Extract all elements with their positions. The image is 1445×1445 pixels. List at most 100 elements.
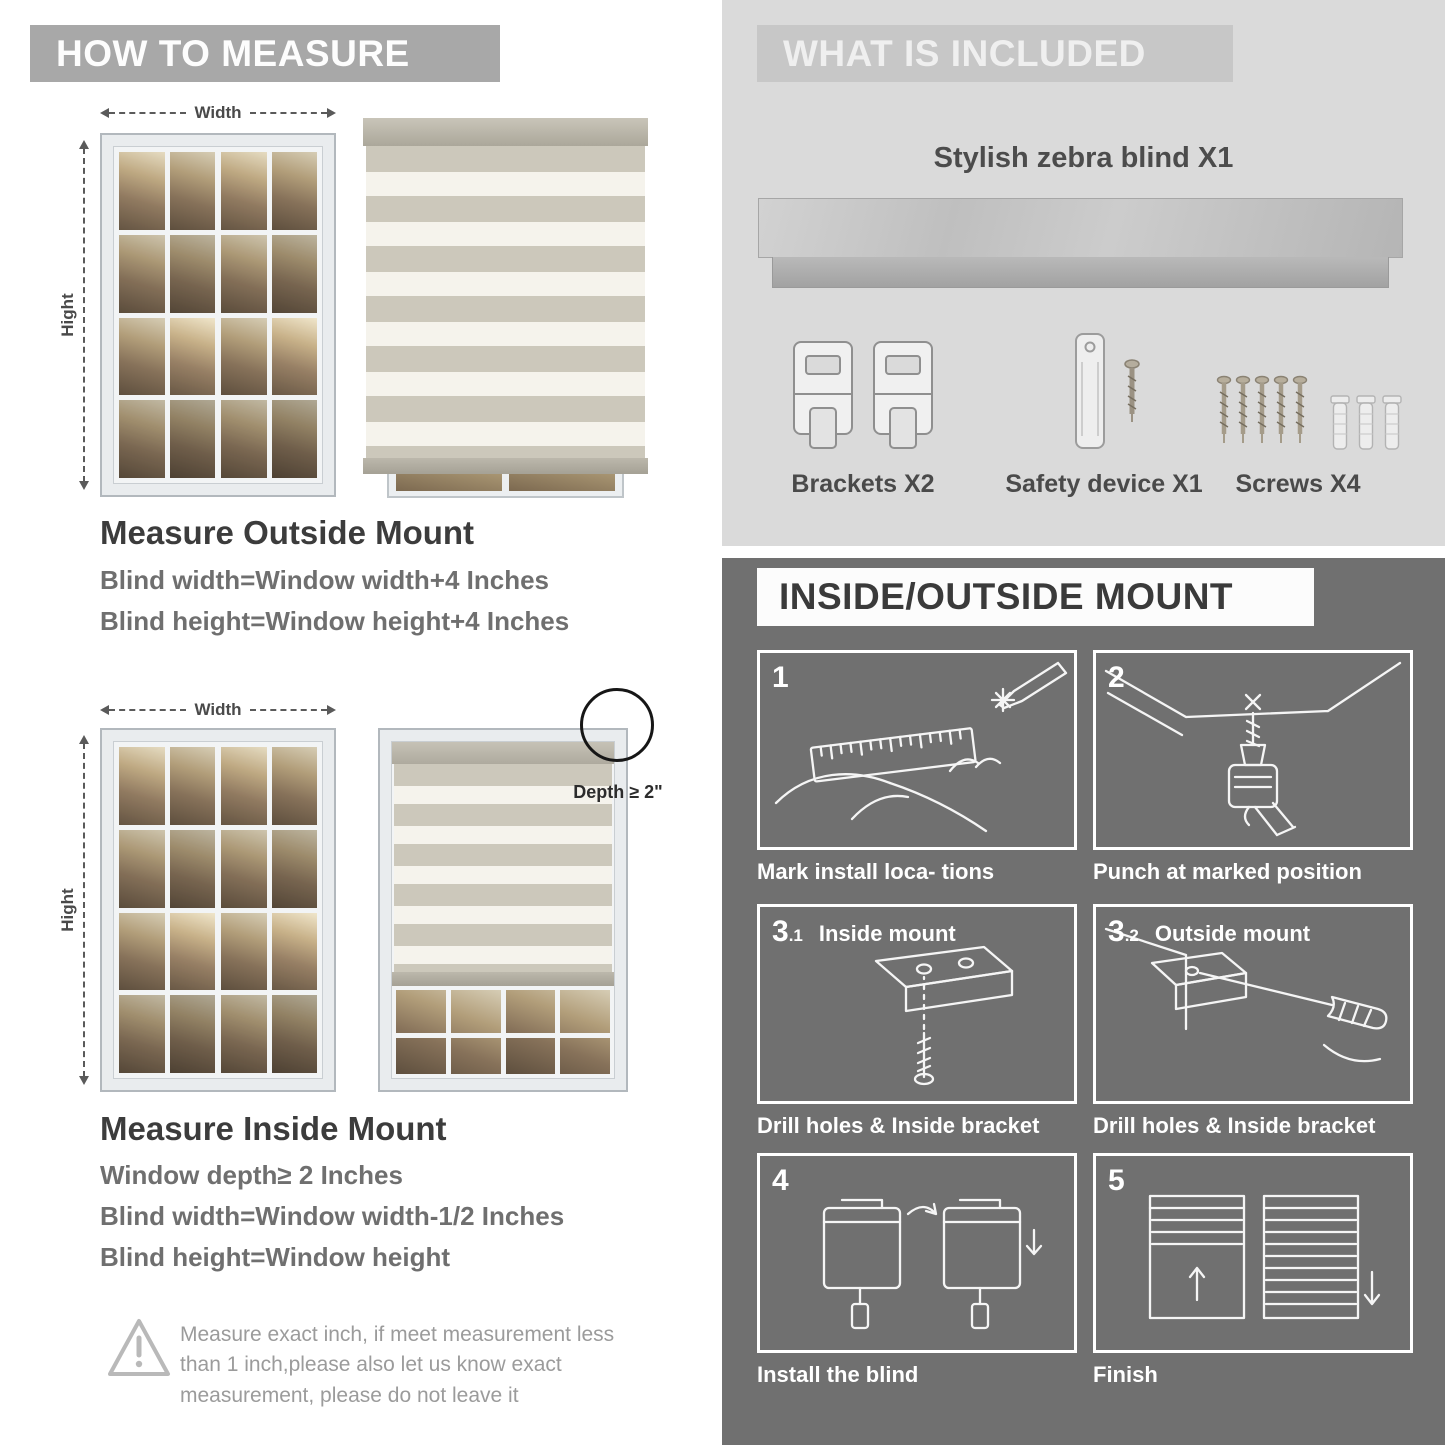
window-pane xyxy=(169,829,215,908)
inside-bracket-illustration xyxy=(874,945,1014,1086)
arrowhead-right-icon xyxy=(327,108,336,118)
window-pane xyxy=(221,829,267,908)
zebra-blind-fabric xyxy=(366,146,645,458)
blind-headrail xyxy=(392,742,614,764)
window-pane xyxy=(119,829,165,908)
step-3-1: 3 .1 Inside mount xyxy=(757,904,1077,1139)
height-label: Hight xyxy=(58,888,77,932)
step-5: 5 Finish xyxy=(1093,1153,1413,1388)
arrowhead-right-icon xyxy=(327,705,336,715)
arrowhead-left-icon xyxy=(100,108,109,118)
window-pane xyxy=(271,912,317,991)
warning-triangle-icon xyxy=(106,1316,172,1380)
install-blind-illustration xyxy=(822,1198,1043,1330)
window-pane xyxy=(221,747,267,825)
window-pane xyxy=(396,990,501,1074)
window-pane xyxy=(221,995,267,1073)
arrowhead-down-icon xyxy=(79,1076,89,1085)
window-pane xyxy=(221,317,267,396)
window-sash xyxy=(221,747,317,1073)
window-pane xyxy=(169,400,215,478)
window-pane xyxy=(221,234,267,313)
arrowhead-down-icon xyxy=(79,481,89,490)
height-arrow-outside: Hight xyxy=(58,140,96,490)
outside-mount-blind-illustration xyxy=(363,118,648,498)
mount-banner: INSIDE/OUTSIDE MOUNT xyxy=(757,568,1314,626)
blind-headrail-lip xyxy=(772,257,1389,288)
depth-callout-circle xyxy=(580,688,654,762)
inside-depth-rule: Window depth≥ 2 Inches xyxy=(100,1160,403,1190)
step-3-2: 3 .2 Outside mount xyxy=(1093,904,1413,1139)
outside-width-formula: Blind width=Window width+4 Inches xyxy=(100,565,549,595)
window-sash xyxy=(119,747,215,1073)
finish-blinds-illustration xyxy=(1148,1194,1381,1320)
screws-and-anchors-icon xyxy=(1212,372,1404,462)
outside-height-formula: Blind height=Window height+4 Inches xyxy=(100,606,570,636)
window-pane xyxy=(271,829,317,908)
window-pane xyxy=(271,317,317,396)
window-pane xyxy=(221,912,267,991)
window-pane xyxy=(119,234,165,313)
window-pane xyxy=(169,234,215,313)
zebra-blind-fabric xyxy=(394,764,612,972)
width-label: Width xyxy=(194,700,242,719)
step-1-panel: 1 xyxy=(757,650,1077,850)
window-pane xyxy=(169,152,215,230)
window-pane xyxy=(119,995,165,1073)
drill-illustration xyxy=(1104,661,1402,837)
window-pane xyxy=(119,152,165,230)
step-3-2-caption: Drill holes & Inside bracket xyxy=(1093,1113,1376,1138)
window-pane xyxy=(119,747,165,825)
window-illustration-inside xyxy=(100,728,336,1092)
step-3-1-panel: 3 .1 Inside mount xyxy=(757,904,1077,1104)
step-4: 4 xyxy=(757,1153,1077,1388)
outside-mount-heading: Measure Outside Mount xyxy=(100,514,475,551)
arrowhead-up-icon xyxy=(79,140,89,149)
step-number: 3 xyxy=(1108,915,1125,948)
depth-callout-label: Depth ≥ 2" xyxy=(573,782,663,802)
step-number: 4 xyxy=(772,1164,789,1197)
step-3-1-caption: Drill holes & Inside bracket xyxy=(757,1113,1040,1138)
blind-bottom-rail xyxy=(392,972,614,986)
step-number: 3 xyxy=(772,915,789,948)
window-sash xyxy=(119,152,215,478)
window-pane xyxy=(221,152,267,230)
window-pane xyxy=(271,234,317,313)
inside-height-formula: Blind height=Window height xyxy=(100,1242,450,1272)
step-number: 2 xyxy=(1108,661,1125,694)
step-number: 1 xyxy=(772,661,789,694)
window-pane xyxy=(169,317,215,396)
brackets-icon xyxy=(788,336,938,458)
window-pane xyxy=(119,317,165,396)
window-pane xyxy=(169,912,215,991)
step-5-caption: Finish xyxy=(1093,1362,1158,1387)
width-arrow-outside: Width xyxy=(100,103,336,122)
step-2: 2 xyxy=(1093,650,1413,885)
height-label: Hight xyxy=(58,293,77,337)
width-arrow-inside: Width xyxy=(100,700,336,719)
ruler-pencil-illustration xyxy=(774,661,1068,833)
inside-width-formula: Blind width=Window width-1/2 Inches xyxy=(100,1201,565,1231)
inside-mount-blind-illustration xyxy=(378,728,628,1092)
screws-label: Screws X4 xyxy=(1235,470,1361,498)
window-pane xyxy=(221,400,267,478)
blind-headrail-illustration xyxy=(758,198,1403,258)
safety-device-label: Safety device X1 xyxy=(1005,470,1203,498)
window-pane xyxy=(271,152,317,230)
window-pane xyxy=(505,990,610,1074)
height-arrow-inside: Hight xyxy=(58,735,96,1085)
window-pane xyxy=(271,747,317,825)
window-sash xyxy=(221,152,317,478)
outside-bracket-illustration xyxy=(1104,927,1388,1063)
window-pane xyxy=(119,400,165,478)
safety-device-icon xyxy=(1040,330,1170,462)
inside-mount-heading: Measure Inside Mount xyxy=(100,1110,447,1147)
window-pane xyxy=(271,400,317,478)
step-3-2-panel: 3 .2 Outside mount xyxy=(1093,904,1413,1104)
step-1-caption: Mark install loca- tions xyxy=(757,859,995,884)
window-illustration-outside xyxy=(100,133,336,497)
step-2-panel: 2 xyxy=(1093,650,1413,850)
blind-bottom-rail xyxy=(363,458,648,474)
window-pane xyxy=(169,747,215,825)
